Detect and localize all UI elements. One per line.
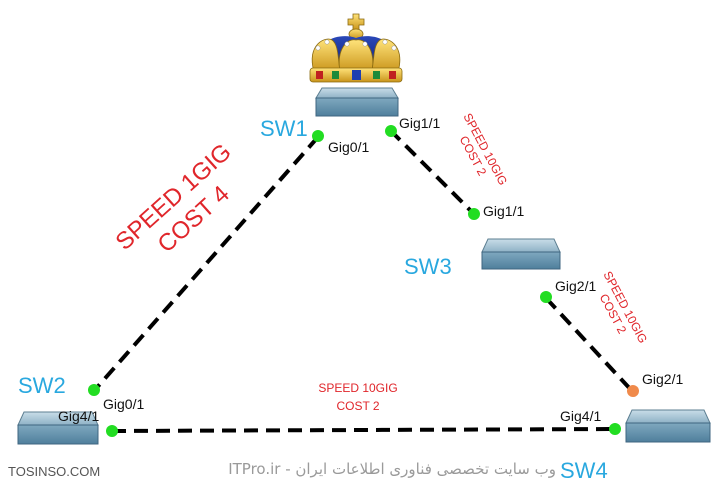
switch-sw2[interactable] bbox=[17, 411, 99, 445]
sw2-label: SW2 bbox=[18, 373, 66, 398]
link-sw2-sw4 bbox=[111, 427, 615, 433]
sw1-label: SW1 bbox=[260, 116, 308, 141]
port-label-sw3-gig11: Gig1/1 bbox=[483, 203, 524, 219]
port-label-sw4-gig21: Gig2/1 bbox=[642, 371, 683, 387]
port-status-sw1-gig01 bbox=[312, 130, 324, 142]
sw3-label: SW3 bbox=[404, 254, 452, 279]
port-label-sw2-gig01: Gig0/1 bbox=[103, 396, 144, 412]
port-label-sw2-gig41: Gig4/1 bbox=[58, 408, 99, 424]
port-status-sw2-gig01 bbox=[88, 384, 100, 396]
port-status-sw3-gig21 bbox=[540, 291, 552, 303]
footer-itpro: ITPro.ir - وب سایت تخصصی فناوری اطلاعات … bbox=[228, 460, 556, 478]
footer-tosinso: TOSINSO.COM bbox=[8, 464, 100, 479]
sw4-label: SW4 bbox=[560, 458, 608, 483]
port-status-sw2-gig41 bbox=[106, 425, 118, 437]
crown-icon bbox=[309, 13, 403, 83]
port-status-sw1-gig11 bbox=[385, 125, 397, 137]
port-label-sw1-gig01: Gig0/1 bbox=[328, 139, 369, 155]
link-sw1-sw2 bbox=[91, 135, 320, 394]
link-sw2-sw4-speed: SPEED 10GIG bbox=[318, 381, 397, 395]
port-status-sw3-gig11 bbox=[468, 208, 480, 220]
port-label-sw1-gig11: Gig1/1 bbox=[399, 115, 440, 131]
port-status-sw4-gig21 bbox=[627, 385, 639, 397]
switch-sw3[interactable] bbox=[481, 238, 561, 270]
port-label-sw3-gig21: Gig2/1 bbox=[555, 278, 596, 294]
port-label-sw4-gig41: Gig4/1 bbox=[560, 408, 601, 424]
port-status-sw4-gig41 bbox=[609, 423, 621, 435]
link-sw2-sw4-cost: COST 2 bbox=[336, 399, 379, 413]
switch-sw4[interactable] bbox=[625, 409, 711, 443]
switch-sw1[interactable] bbox=[315, 87, 399, 117]
